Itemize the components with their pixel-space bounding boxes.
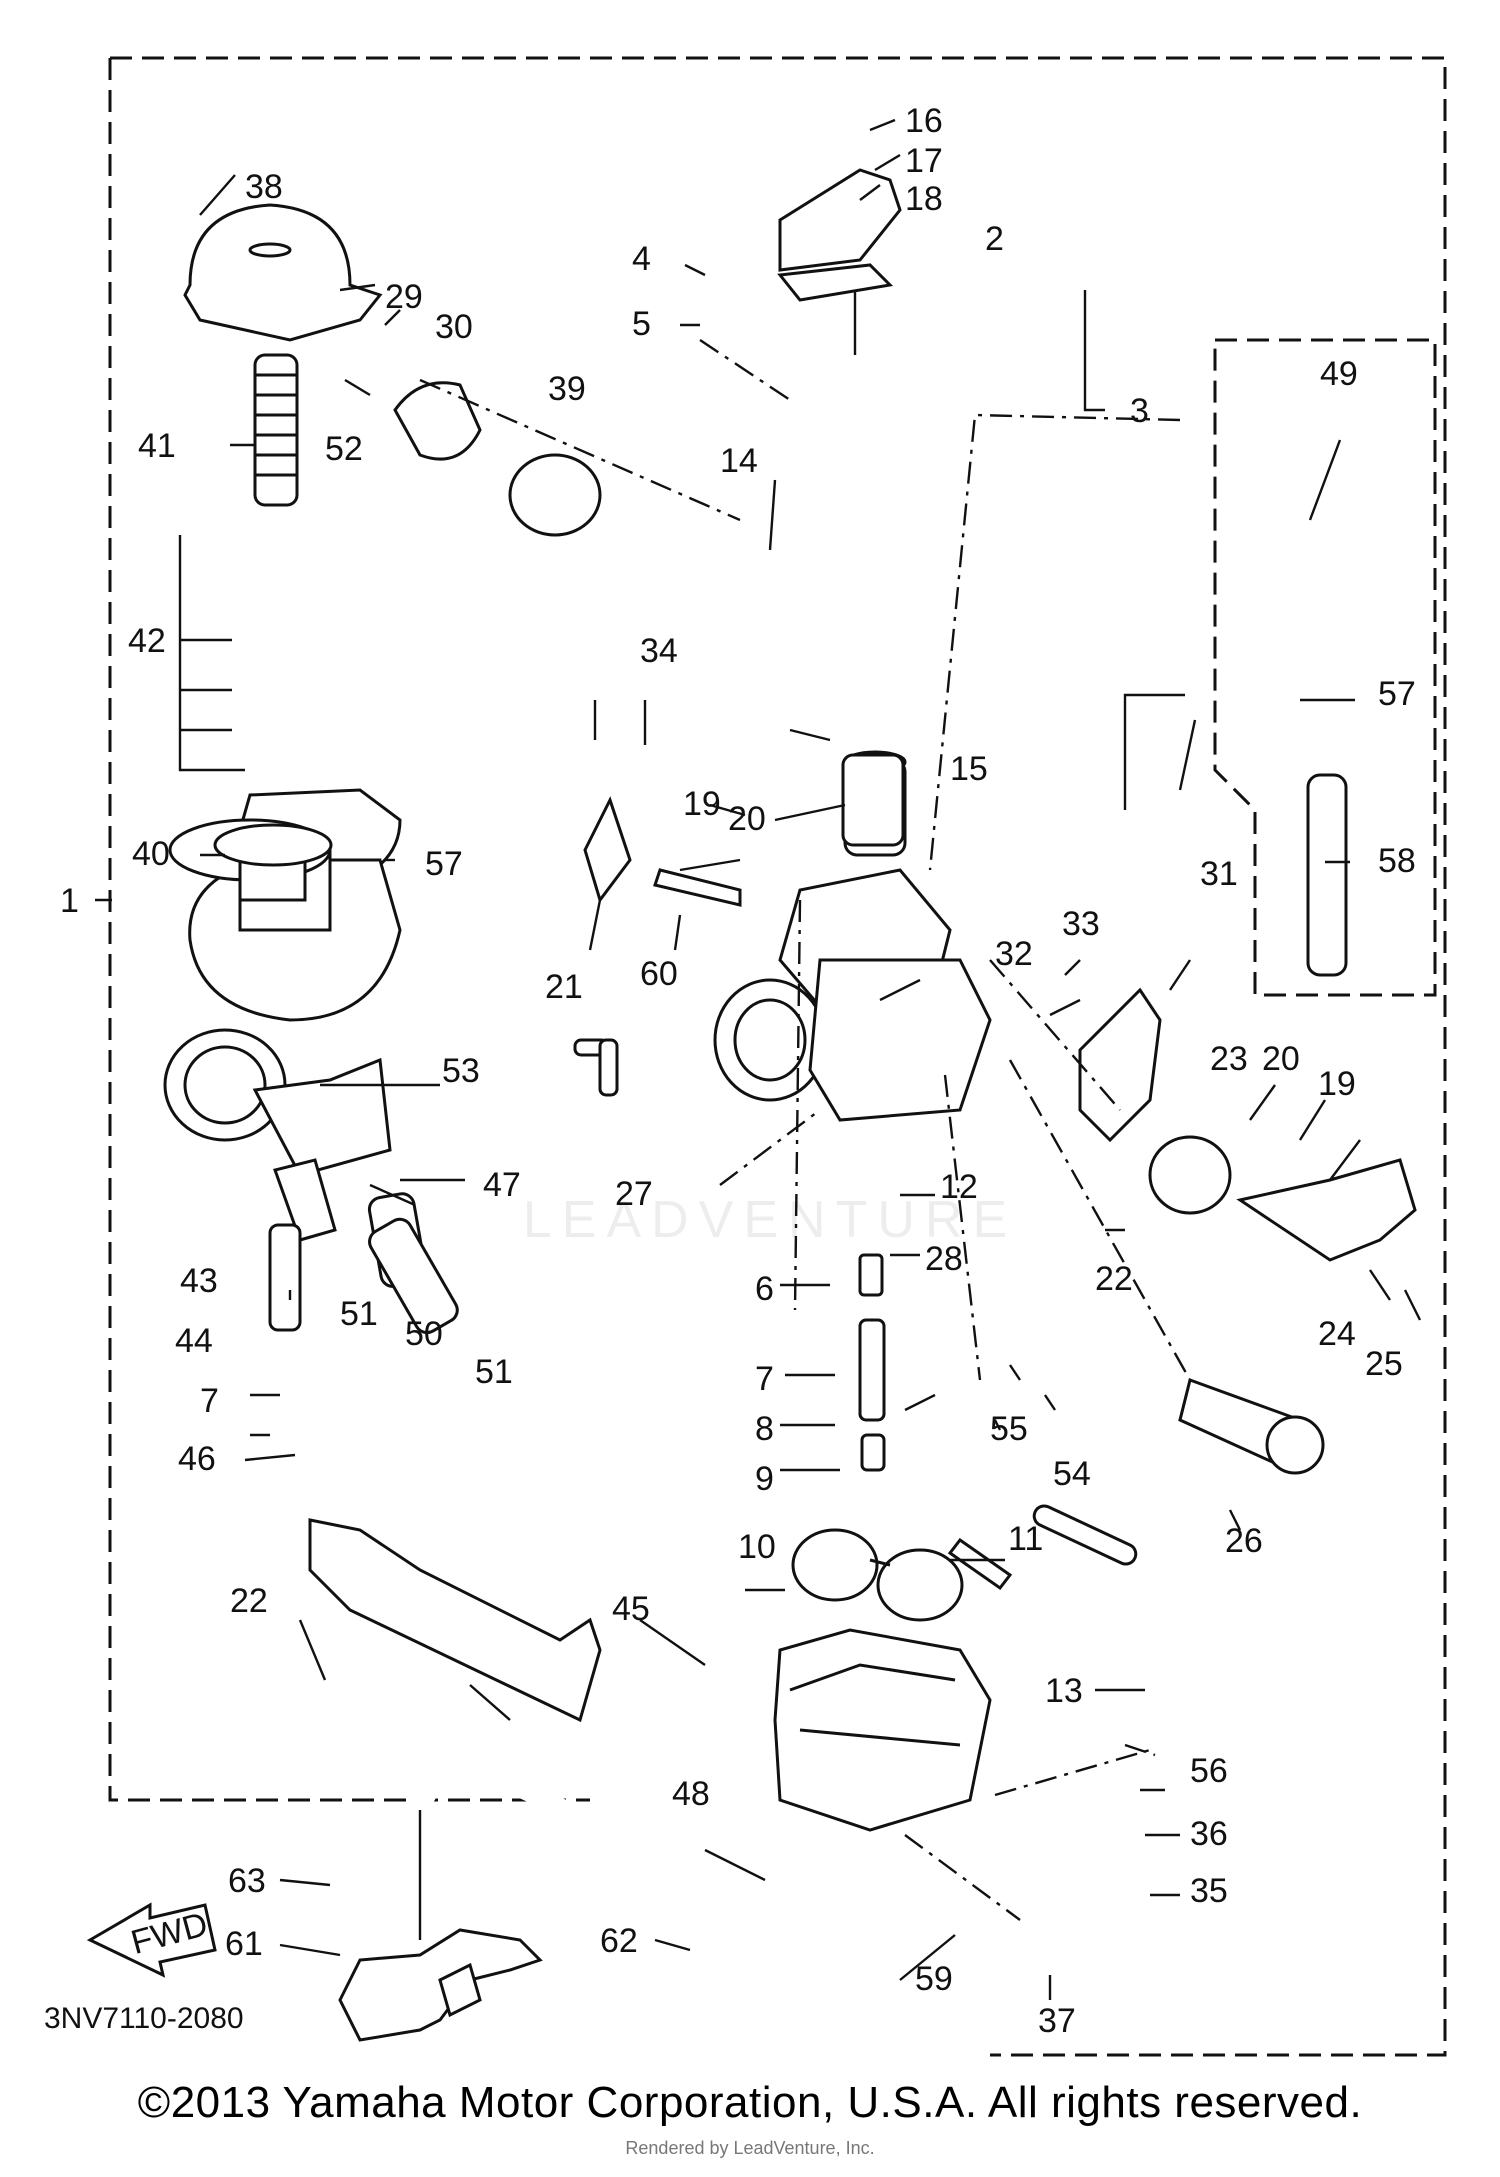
top-cover (778, 168, 902, 272)
callout-61: 61 (225, 1925, 263, 1963)
callout-17: 17 (905, 142, 943, 180)
callout-49: 49 (1320, 355, 1358, 393)
callout-52: 52 (325, 430, 363, 468)
callout-38: 38 (245, 168, 283, 206)
alignment-lines (419, 339, 1192, 1921)
throttle-shaft (653, 868, 742, 907)
callout-12: 12 (940, 1168, 978, 1206)
callout-56: 56 (1190, 1752, 1228, 1790)
callout-46: 46 (178, 1440, 216, 1478)
callout-39: 39 (548, 370, 586, 408)
callout-21: 21 (545, 968, 583, 1006)
callout-44: 44 (175, 1322, 213, 1360)
callout-26: 26 (1225, 1522, 1263, 1560)
callout-35: 35 (1190, 1872, 1228, 1910)
callout-5: 5 (632, 305, 651, 343)
diaphragm-cover (393, 381, 482, 461)
callout-28: 28 (925, 1240, 963, 1278)
callout-37: 37 (1038, 2002, 1076, 2040)
callout-40: 40 (132, 835, 170, 873)
callout-20a: 20 (728, 800, 766, 838)
callout-14: 14 (720, 442, 758, 480)
callout-22a: 22 (1095, 1260, 1133, 1298)
callout-1: 1 (60, 882, 79, 920)
callout-48: 48 (672, 1775, 710, 1813)
callout-8: 8 (755, 1410, 774, 1448)
callout-7a: 7 (755, 1360, 774, 1398)
float-bowl (773, 1628, 992, 1832)
rendered-by-notice: Rendered by LeadVenture, Inc. (625, 2138, 875, 2158)
callout-13: 13 (1045, 1672, 1083, 1710)
callout-41: 41 (138, 427, 176, 465)
callout-22b: 22 (230, 1582, 268, 1620)
callout-55: 55 (990, 1410, 1028, 1448)
fuel-pipe (268, 1223, 302, 1332)
callout-3: 3 (1130, 392, 1149, 430)
callout-47: 47 (483, 1166, 521, 1204)
callout-59: 59 (915, 1960, 953, 1998)
callout-19a: 19 (683, 785, 721, 823)
callout-62: 62 (600, 1922, 638, 1960)
callout-43: 43 (180, 1262, 218, 1300)
callout-29: 29 (385, 278, 423, 316)
callout-18: 18 (905, 180, 943, 218)
callout-36: 36 (1190, 1815, 1228, 1853)
callout-60: 60 (640, 955, 678, 993)
callout-51a: 51 (340, 1295, 378, 1333)
copyright-notice: ©2013 Yamaha Motor Corporation, U.S.A. A… (137, 2078, 1363, 2127)
float (791, 1528, 1013, 1622)
callout-6: 6 (755, 1270, 774, 1308)
callout-19b: 19 (1318, 1065, 1356, 1103)
callout-30: 30 (435, 308, 473, 346)
callout-31: 31 (1200, 855, 1238, 893)
callout-27: 27 (615, 1175, 653, 1213)
leader-lines (95, 118, 1422, 2000)
callout-11: 11 (1008, 1520, 1043, 1558)
main-jet (858, 1253, 884, 1297)
callout-54: 54 (1053, 1455, 1091, 1493)
callout-16: 16 (905, 102, 943, 140)
callout-9: 9 (755, 1460, 774, 1498)
callout-57a: 57 (1378, 675, 1416, 713)
callout-4: 4 (632, 240, 651, 278)
callout-23: 23 (1210, 1040, 1248, 1078)
callout-10: 10 (738, 1528, 776, 1566)
throttle-lever (1236, 1158, 1417, 1262)
callout-53: 53 (442, 1052, 480, 1090)
callout-33: 33 (1062, 905, 1100, 943)
callout-32: 32 (995, 935, 1033, 973)
fwd-arrow: FWD (86, 1902, 217, 1978)
choke-linkage (1078, 987, 1162, 1143)
callout-42: 42 (128, 622, 166, 660)
hose-kit-boundary (1213, 338, 1437, 997)
hose-50 (368, 1217, 459, 1335)
callout-57b: 57 (425, 845, 463, 883)
main-jet-9 (860, 1433, 886, 1472)
callout-45: 45 (612, 1590, 650, 1628)
watermark: LEADVENTURE (522, 1191, 1018, 1249)
callout-2: 2 (985, 220, 1004, 258)
callout-7b: 7 (200, 1382, 219, 1420)
callout-24: 24 (1318, 1315, 1356, 1353)
diagram-code: 3NV7110-2080 (44, 2002, 244, 2035)
needle-jet (858, 1318, 886, 1422)
callout-20b: 20 (1262, 1040, 1300, 1078)
callout-51b: 51 (475, 1353, 513, 1391)
callout-25: 25 (1365, 1345, 1403, 1383)
callout-50: 50 (405, 1315, 443, 1353)
callout-58: 58 (1378, 842, 1416, 880)
callout-labels: 1 2 3 4 5 6 7 7 8 9 10 11 12 13 14 15 16… (60, 102, 1416, 2040)
callout-63: 63 (228, 1862, 266, 1900)
callout-34: 34 (640, 632, 678, 670)
overflow-hose (1306, 773, 1348, 977)
callout-15: 15 (950, 750, 988, 788)
float-pin (1032, 1504, 1138, 1566)
mounting-bracket (308, 1518, 602, 1723)
